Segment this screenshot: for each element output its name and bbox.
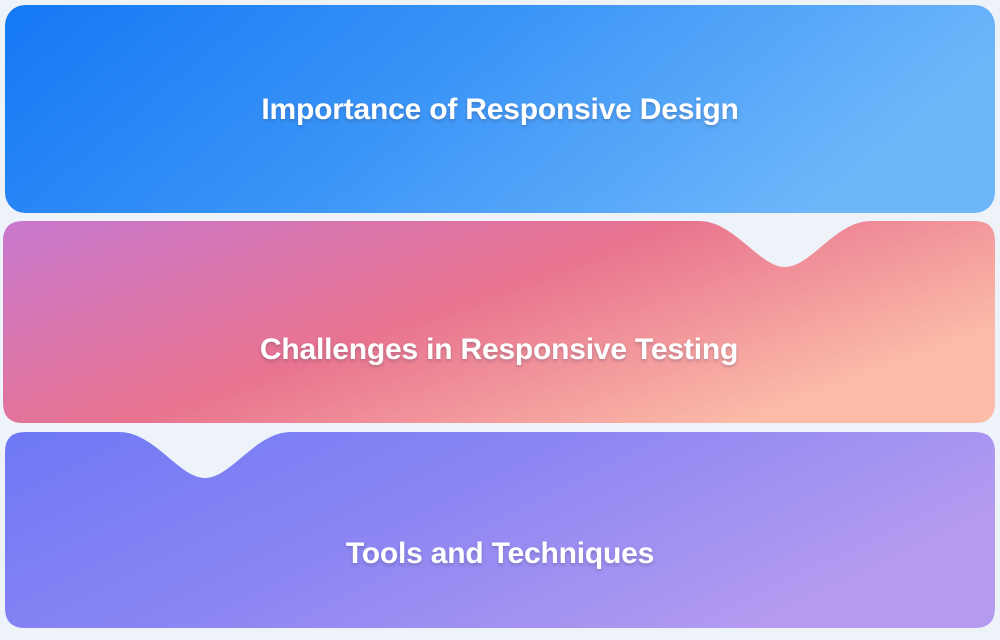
card-3-shape: [5, 432, 995, 628]
card-3-background: [5, 432, 995, 628]
card-2-shape: [3, 221, 995, 423]
card-importance-of-responsive-design[interactable]: Importance of Responsive Design: [5, 5, 995, 213]
card-2-background: [3, 221, 995, 423]
card-challenges-in-responsive-testing[interactable]: Challenges in Responsive Testing: [3, 221, 995, 423]
card-1-title: Importance of Responsive Design: [261, 93, 739, 126]
card-1-background: [5, 5, 995, 213]
card-tools-and-techniques[interactable]: Tools and Techniques: [5, 432, 995, 628]
card-2-title: Challenges in Responsive Testing: [259, 333, 739, 366]
card-3-title: Tools and Techniques: [345, 537, 655, 570]
